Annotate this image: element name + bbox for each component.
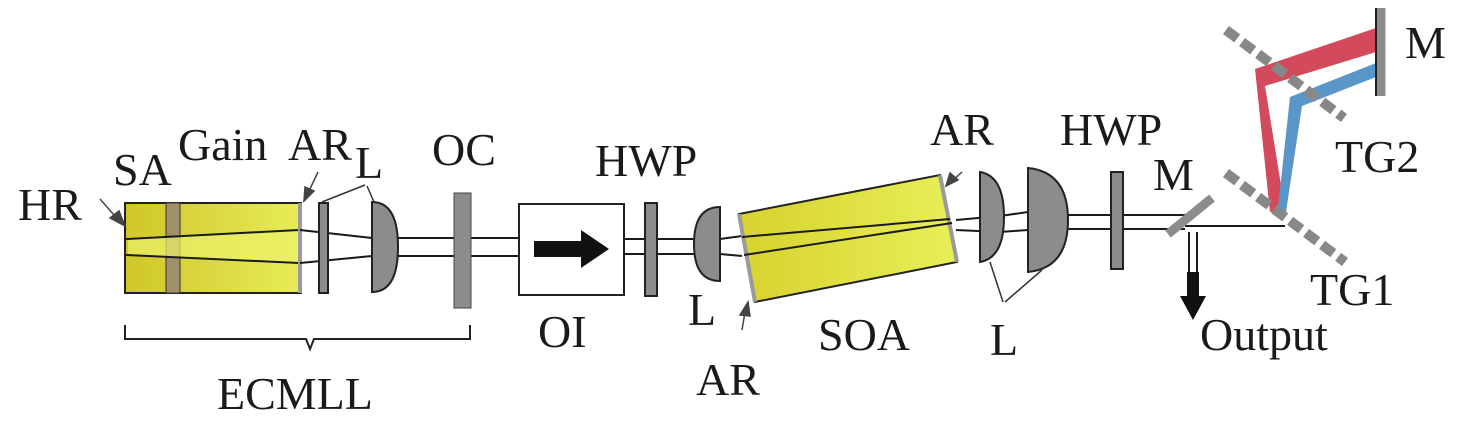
l-1-label: L bbox=[688, 284, 716, 335]
lens-plate-laser bbox=[318, 202, 329, 294]
output-label: Output bbox=[1200, 309, 1328, 360]
ecmll-bracket bbox=[124, 325, 471, 352]
lens-1 bbox=[692, 205, 721, 283]
hr-label: HR bbox=[18, 179, 82, 230]
optical-isolator bbox=[518, 203, 625, 296]
m-end-label: M bbox=[1405, 17, 1446, 68]
oi-label: OI bbox=[538, 306, 587, 357]
ar-soa-out-label: AR bbox=[930, 104, 994, 155]
ar-laser-label: AR bbox=[288, 119, 352, 170]
half-wave-plate-2 bbox=[1110, 171, 1124, 270]
grating-tg1 bbox=[1223, 168, 1348, 267]
output-coupler bbox=[453, 192, 472, 309]
pointer-arrows bbox=[99, 171, 963, 331]
laser-beam-upper bbox=[125, 229, 300, 240]
soa-chip bbox=[737, 173, 959, 304]
tg2-label: TG2 bbox=[1335, 131, 1419, 182]
l-laser-label: L bbox=[355, 137, 383, 188]
compressor-beams bbox=[1255, 28, 1376, 212]
lens-laser bbox=[371, 200, 400, 294]
output-arrow-icon bbox=[1180, 272, 1206, 320]
ecmll-label: ECMLL bbox=[217, 368, 373, 419]
tg1-label: TG1 bbox=[1310, 264, 1394, 315]
soa-waveguide-lower bbox=[743, 222, 953, 256]
isolator-arrow-icon bbox=[534, 230, 609, 268]
lens-3 bbox=[1027, 166, 1070, 274]
half-wave-plate-1 bbox=[644, 202, 658, 297]
m-pickoff-label: M bbox=[1153, 149, 1194, 200]
soa-waveguide-upper bbox=[741, 218, 951, 238]
lens-2 bbox=[979, 170, 1006, 264]
ar-soa-in-label: AR bbox=[696, 354, 760, 405]
soa-ar-facet-in bbox=[737, 213, 757, 303]
hwp-1-label: HWP bbox=[595, 135, 697, 186]
gain-beam-cone bbox=[128, 230, 299, 263]
beam-paths-2 bbox=[624, 235, 743, 257]
lens-leaders bbox=[321, 184, 1043, 303]
pickoff-mirror bbox=[1165, 194, 1215, 238]
gain-label: Gain bbox=[178, 119, 267, 170]
sa-label: SA bbox=[113, 144, 172, 195]
laser-beam-lower bbox=[125, 254, 300, 264]
beam-paths-1 bbox=[299, 229, 520, 264]
l-2-label: L bbox=[990, 314, 1018, 365]
grating-tg2 bbox=[1223, 25, 1347, 123]
oc-label: OC bbox=[432, 124, 496, 175]
hwp-2-label: HWP bbox=[1060, 104, 1162, 155]
laser-chip bbox=[124, 202, 302, 294]
soa-label: SOA bbox=[818, 309, 910, 360]
